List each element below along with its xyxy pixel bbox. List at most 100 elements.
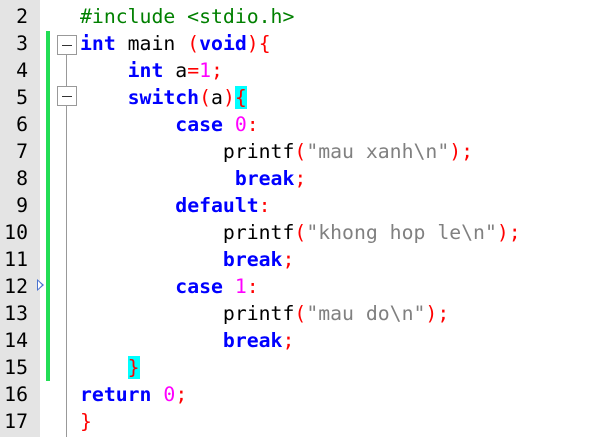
line-number-gutter[interactable] (0, 0, 40, 437)
code-token: } (80, 410, 92, 433)
code-token: break (222, 248, 283, 271)
indent (80, 59, 128, 82)
code-token: ; (282, 329, 295, 352)
line-number: 16 (4, 383, 28, 406)
line-number: 8 (16, 167, 28, 190)
fold-minus-icon[interactable] (57, 35, 77, 55)
code-line[interactable]: 14 break; (0, 327, 600, 354)
code-line[interactable]: 5 switch(a){ (0, 84, 600, 111)
code-line[interactable]: 15 } (0, 354, 600, 381)
code-token: ( (187, 32, 200, 55)
code-text[interactable]: default: (80, 192, 271, 219)
code-token: ( (294, 140, 307, 163)
line-number: 2 (16, 5, 28, 28)
code-token: ( (294, 302, 307, 325)
code-token (223, 113, 235, 136)
code-line[interactable]: 7 printf("mau xanh\n"); (0, 138, 600, 165)
line-number: 12 (4, 275, 28, 298)
code-line[interactable]: 16 return 0; (0, 381, 600, 408)
code-token: a (211, 86, 223, 109)
fold-guide-line (66, 51, 67, 437)
indent (80, 248, 223, 271)
code-line[interactable]: 11 break; (0, 246, 600, 273)
line-number: 4 (16, 59, 28, 82)
code-line[interactable]: 8 break; (0, 165, 600, 192)
code-text[interactable]: break; (80, 246, 294, 273)
code-token: main (115, 32, 188, 55)
code-token: printf (222, 221, 295, 244)
code-line[interactable]: 13 printf("mau do\n"); (0, 300, 600, 327)
code-text[interactable]: case 1: (80, 273, 259, 300)
code-text[interactable]: switch(a){ (80, 84, 247, 111)
indent (80, 302, 223, 325)
line-number: 10 (4, 221, 28, 244)
indent (80, 167, 235, 190)
code-line[interactable]: 17} (0, 408, 600, 435)
code-token (151, 383, 163, 406)
code-token: 1 (234, 275, 247, 298)
indent (80, 329, 223, 352)
bookmark-arrow-icon[interactable] (37, 279, 44, 291)
code-text[interactable]: #include <stdio.h> (80, 3, 294, 30)
code-text[interactable]: printf("khong hop le\n"); (80, 219, 521, 246)
code-token: ; (175, 383, 188, 406)
code-token: 1 (199, 59, 212, 82)
code-text[interactable]: printf("mau xanh\n"); (80, 138, 473, 165)
line-number: 11 (4, 248, 28, 271)
code-token: ; (282, 248, 295, 271)
code-line[interactable]: 2 #include <stdio.h> (0, 3, 600, 30)
code-token: default (175, 194, 259, 217)
indent (80, 86, 128, 109)
code-token: ; (211, 59, 223, 82)
code-token: 0 (234, 113, 247, 136)
code-token: case (175, 275, 223, 298)
code-token: printf (222, 302, 295, 325)
line-number: 9 (16, 194, 28, 217)
code-text[interactable]: } (80, 354, 140, 381)
code-line[interactable]: 4 int a=1; (0, 57, 600, 84)
line-number: 6 (16, 113, 28, 136)
code-text[interactable]: break; (80, 165, 306, 192)
code-token: ) (246, 32, 259, 55)
code-line[interactable]: 10 printf("khong hop le\n"); (0, 219, 600, 246)
code-token: case (175, 113, 223, 136)
code-line[interactable]: 12 case 1: (0, 273, 600, 300)
code-token: #include <stdio.h> (80, 5, 295, 28)
indent (80, 140, 223, 163)
code-line[interactable]: 6 case 0: (0, 111, 600, 138)
code-text[interactable]: break; (80, 327, 294, 354)
indent (80, 194, 175, 217)
code-line[interactable]: 9 default: (0, 192, 600, 219)
code-token: { (258, 32, 271, 55)
line-number: 7 (16, 140, 28, 163)
line-number: 3 (16, 32, 28, 55)
change-history-bar (46, 31, 50, 381)
code-token: "khong hop le\n" (306, 221, 497, 244)
code-token: ) (222, 86, 235, 109)
code-text[interactable]: return 0; (80, 381, 187, 408)
code-token: break (222, 329, 283, 352)
matched-brace: { (234, 86, 247, 109)
code-token: switch (127, 86, 200, 109)
code-token: 0 (163, 383, 176, 406)
line-number: 14 (4, 329, 28, 352)
code-text[interactable]: case 0: (80, 111, 259, 138)
code-token: : (246, 113, 259, 136)
code-token: ; (294, 167, 307, 190)
code-text[interactable]: } (80, 408, 92, 435)
code-token: = (187, 59, 200, 82)
code-token: "mau xanh\n" (306, 140, 450, 163)
code-text[interactable]: int a=1; (80, 57, 223, 84)
code-token: : (246, 275, 259, 298)
code-token: void (199, 32, 247, 55)
code-token: int (127, 59, 164, 82)
code-line[interactable]: 3 int main (void){ (0, 30, 600, 57)
code-token: : (258, 194, 271, 217)
code-token: "mau do\n" (306, 302, 426, 325)
code-text[interactable]: printf("mau do\n"); (80, 300, 449, 327)
indent (80, 356, 128, 379)
fold-minus-icon[interactable] (57, 86, 77, 106)
code-token: ); (449, 140, 474, 163)
code-text[interactable]: int main (void){ (80, 30, 271, 57)
